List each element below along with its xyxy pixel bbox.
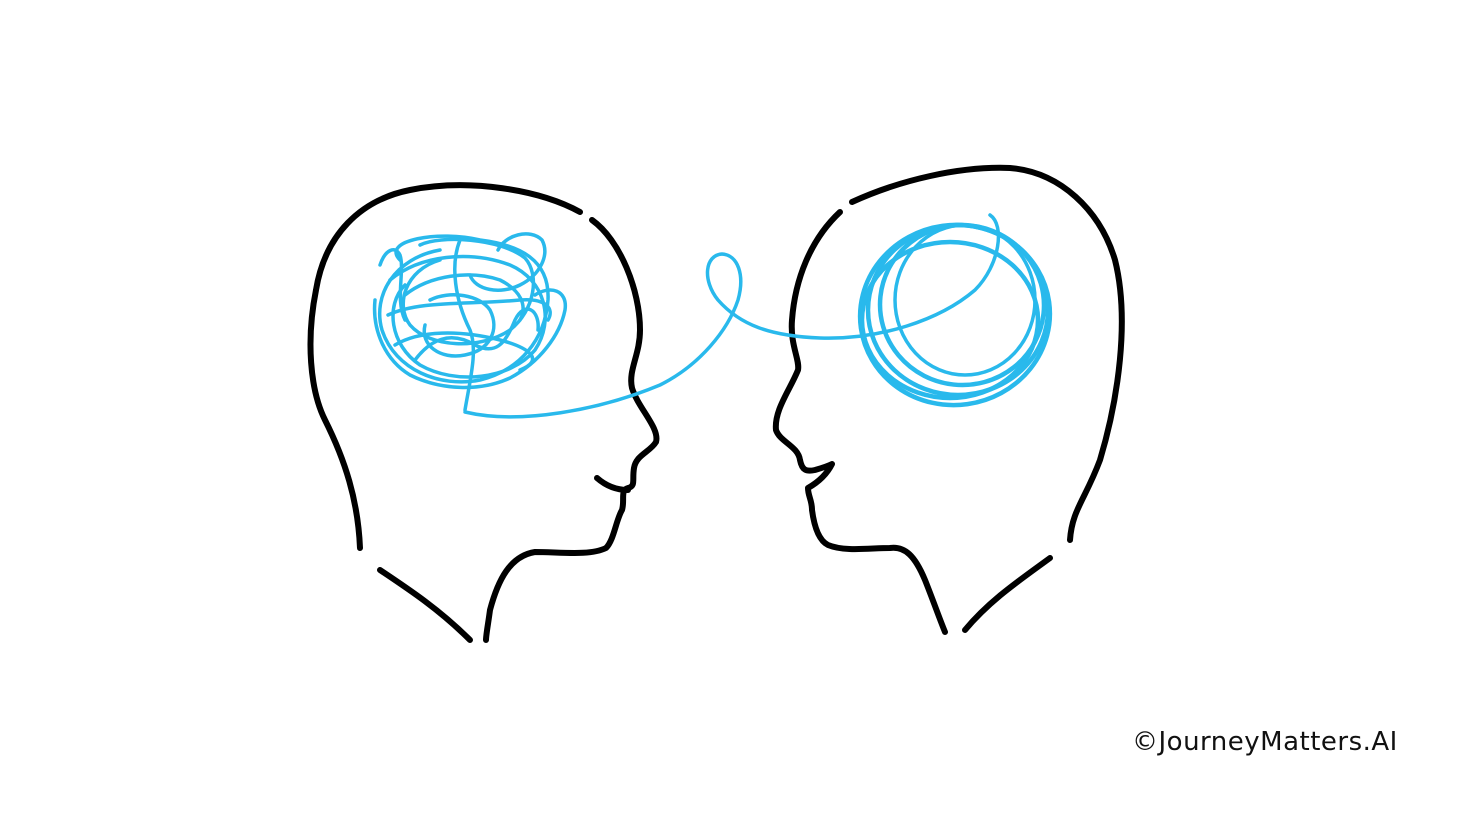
connecting-thread [463, 213, 1001, 419]
right-head [772, 164, 1125, 635]
copyright-credit: ©JourneyMatters.AI [1132, 727, 1398, 757]
left-head [307, 182, 660, 643]
tangle-scribble [372, 232, 567, 412]
circle-coil [857, 222, 1053, 408]
